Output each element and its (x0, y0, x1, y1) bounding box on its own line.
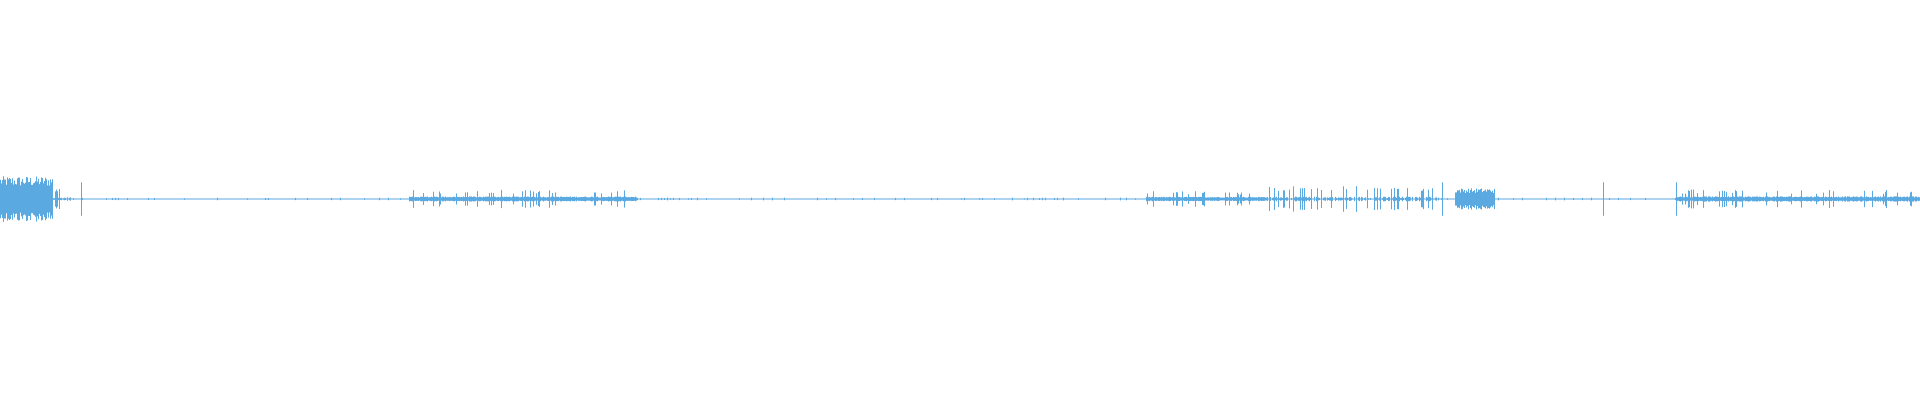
waveform-bars (0, 176, 1920, 222)
